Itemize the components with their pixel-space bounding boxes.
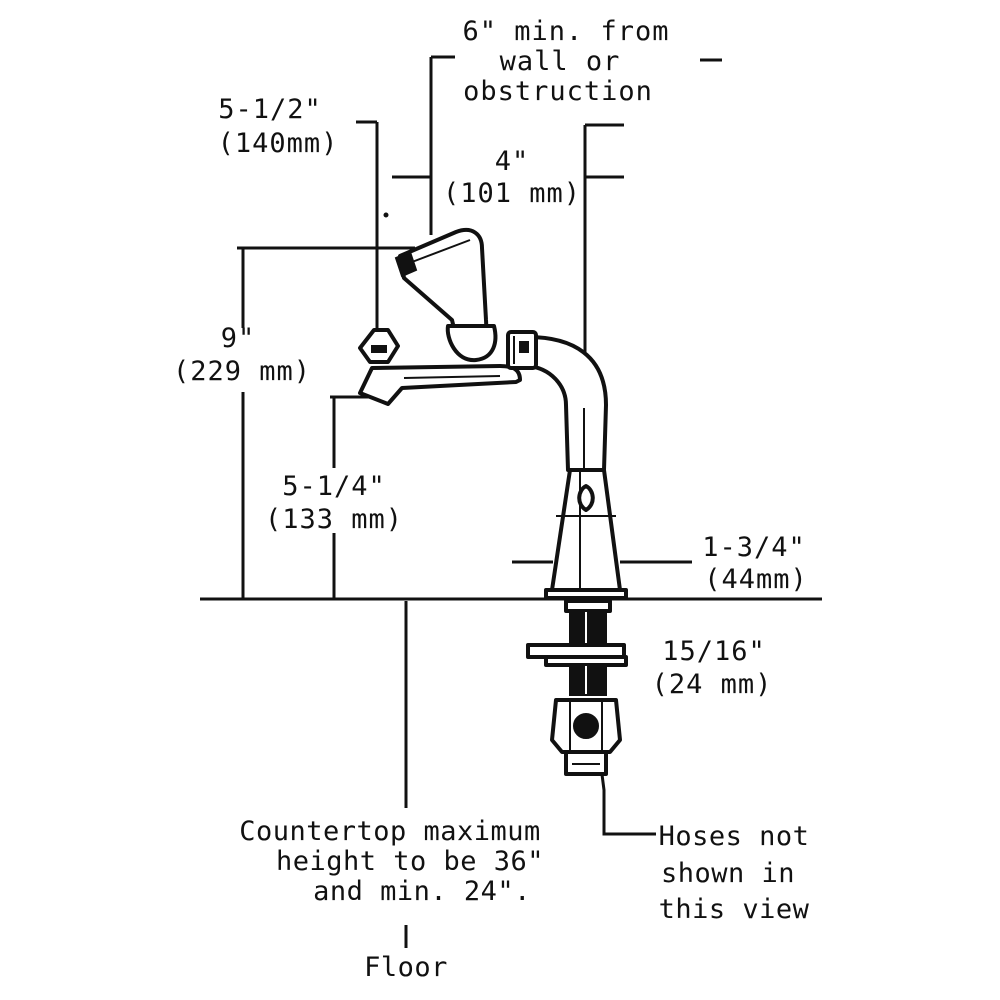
height-label-imperial: 9" [221, 323, 256, 354]
offset-label-imperial: 4" [495, 146, 530, 177]
drafting-dot [383, 212, 389, 218]
reach-label-metric: (140mm) [218, 128, 339, 159]
note-labels: Countertop maximum height to be 36" and … [239, 816, 809, 983]
wall-clearance-label-1: 6" min. from [462, 16, 669, 47]
floor-label: Floor [364, 952, 448, 983]
faucet-drawing [358, 228, 628, 776]
faucet-base [544, 468, 628, 600]
swivel-collar [506, 330, 538, 370]
coupling-nut [550, 698, 622, 776]
dimension-labels: 6" min. from wall or obstruction 5-1/2" … [173, 16, 808, 700]
hoses-note-1: Hoses not [659, 821, 810, 852]
hoses-note-3: this view [659, 894, 810, 925]
dimension-lines [200, 55, 822, 948]
spout-height-label-imperial: 5-1/4" [282, 471, 386, 502]
hoses-note-2: shown in [661, 858, 795, 889]
threaded-shank [526, 599, 628, 696]
wall-clearance-label-2: wall or [500, 46, 621, 77]
reach-label-imperial: 5-1/2" [218, 94, 322, 125]
base-label-metric: (44mm) [704, 564, 808, 595]
offset-label-metric: (101 mm) [443, 178, 581, 209]
countertop-note-2: height to be 36" [276, 846, 544, 877]
pivot-knob [358, 328, 400, 364]
wall-clearance-label-3: obstruction [463, 76, 653, 107]
gooseneck-spout [526, 335, 608, 472]
shank-label-imperial: 15/16" [662, 636, 766, 667]
countertop-note-3: and min. 24". [313, 876, 531, 907]
countertop-note-1: Countertop maximum [239, 816, 541, 847]
spout-height-label-metric: (133 mm) [265, 504, 403, 535]
height-label-metric: (229 mm) [173, 356, 311, 387]
spout-body [358, 364, 522, 406]
base-label-imperial: 1-3/4" [702, 532, 806, 563]
spray-head [394, 228, 498, 363]
shank-label-metric: (24 mm) [652, 669, 773, 700]
